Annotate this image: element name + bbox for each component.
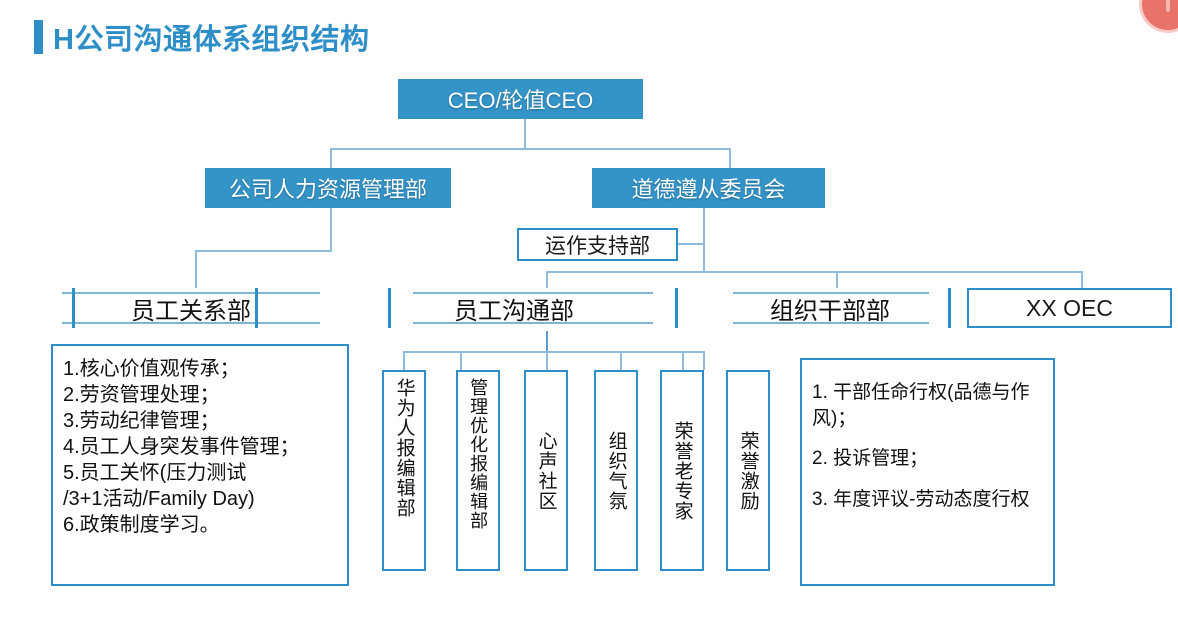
list-item: /3+1活动/Family Day) xyxy=(63,488,255,510)
connector-comm-bus xyxy=(403,351,703,353)
list-item: 3. 年度评议-劳动态度行权 xyxy=(812,488,1030,510)
connector-comm-branch-4 xyxy=(620,351,622,370)
org-node-xx-oec-label: XX OEC xyxy=(1026,294,1113,321)
org-node-employee-relations-label: 员工关系部 xyxy=(131,297,251,325)
connector-comm-stem xyxy=(546,331,548,352)
list-item: 2. 投诉管理； xyxy=(812,448,929,470)
connector-ceo-to-hr xyxy=(330,148,332,168)
org-node-support-department[interactable]: 运作支持部 xyxy=(517,228,678,261)
connector-ceo-to-ethics xyxy=(729,148,731,168)
employee-relations-duties-panel: 1.核心价值观传承； 2.劳资管理处理； 3.劳动纪律管理； 4.员工人身突发事… xyxy=(51,344,349,586)
connector-comm-branch-3 xyxy=(546,351,548,370)
leaf-box-huawei-people-editorial[interactable]: 华为人报编辑部 xyxy=(382,370,426,571)
leaf-box-honorary-senior-expert[interactable]: 荣誉老专家 xyxy=(660,370,704,571)
leaf-box-organizational-atmosphere[interactable]: 组织气氛 xyxy=(594,370,638,571)
connector-support-tie xyxy=(678,243,705,245)
connector-comm-branch-1 xyxy=(403,351,405,370)
leaf-box-honor-incentive[interactable]: 荣誉激励 xyxy=(726,370,770,571)
connector-hr-bus xyxy=(195,250,332,252)
connector-comm-branch-5 xyxy=(682,351,684,370)
org-node-support-department-label: 运作支持部 xyxy=(545,234,650,258)
org-node-employee-relations[interactable]: 员工关系部 xyxy=(62,288,320,328)
list-item: 1. 干部任命行权(品德与作风)； xyxy=(812,382,1030,430)
connector-comm-branch-2 xyxy=(460,351,462,370)
list-item: 6.政策制度学习。 xyxy=(63,514,220,536)
title-text: H公司沟通体系组织结构 xyxy=(53,24,370,56)
list-item: 3.劳动纪律管理； xyxy=(63,410,220,432)
list-item: 4.员工人身突发事件管理； xyxy=(63,436,300,458)
leaf-box-management-optimization-editorial[interactable]: 管理优化报编辑部 xyxy=(456,370,500,571)
org-node-ceo[interactable]: CEO/轮值CEO xyxy=(398,79,643,119)
org-node-employee-communication-label: 员工沟通部 xyxy=(454,297,574,325)
connector-hr-to-employee-relations xyxy=(195,250,197,288)
leaf-box-honor-incentive-label: 荣誉激励 xyxy=(737,430,759,511)
list-item: 2.劳资管理处理； xyxy=(63,384,220,406)
org-node-ethics-committee-label: 道德遵从委员会 xyxy=(631,177,786,202)
connector-comm-branch-6 xyxy=(703,351,705,370)
leaf-box-xinsheng-community-label: 心声社区 xyxy=(535,430,557,511)
connector-ceo-stem xyxy=(524,119,526,148)
org-node-employee-communication[interactable]: 员工沟通部 xyxy=(388,288,678,328)
leaf-box-huawei-people-editorial-label: 华为人报编辑部 xyxy=(393,378,415,518)
page-title: H公司沟通体系组织结构 xyxy=(34,16,369,58)
org-node-ceo-label: CEO/轮值CEO xyxy=(447,88,594,113)
connector-ethics-stem xyxy=(703,207,705,272)
org-node-cadre-department[interactable]: 组织干部部 xyxy=(733,288,951,328)
org-node-cadre-department-label: 组织干部部 xyxy=(770,297,890,325)
list-item: 5.员工关怀(压力测试 xyxy=(63,462,247,484)
leaf-box-honorary-senior-expert-label: 荣誉老专家 xyxy=(671,420,693,521)
leaf-box-xinsheng-community[interactable]: 心声社区 xyxy=(524,370,568,571)
org-node-ethics-committee[interactable]: 道德遵从委员会 xyxy=(592,168,825,208)
connector-hr-stem xyxy=(330,207,332,252)
connector-lower-bus xyxy=(546,271,1083,273)
org-node-xx-oec[interactable]: XX OEC xyxy=(967,288,1172,328)
connector-to-oec xyxy=(1081,271,1083,292)
leaf-box-organizational-atmosphere-label: 组织气氛 xyxy=(605,430,627,511)
cadre-duties-list: 1. 干部任命行权(品德与作风)； 2. 投诉管理； 3. 年度评议-劳动态度行… xyxy=(802,360,1053,533)
org-node-hr-department-label: 公司人力资源管理部 xyxy=(228,177,427,202)
connector-to-cadre xyxy=(836,271,838,288)
employee-relations-duties-list: 1.核心价值观传承； 2.劳资管理处理； 3.劳动纪律管理； 4.员工人身突发事… xyxy=(53,346,347,544)
corner-decoration-icon xyxy=(1142,0,1178,30)
connector-ceo-bus xyxy=(330,148,730,150)
org-node-hr-department[interactable]: 公司人力资源管理部 xyxy=(205,168,451,208)
cadre-duties-panel: 1. 干部任命行权(品德与作风)； 2. 投诉管理； 3. 年度评议-劳动态度行… xyxy=(800,358,1055,586)
connector-to-employee-comm xyxy=(546,271,548,288)
title-accent-bar xyxy=(34,20,43,54)
list-item: 1.核心价值观传承； xyxy=(63,358,240,380)
leaf-box-management-optimization-editorial-label: 管理优化报编辑部 xyxy=(468,378,489,530)
